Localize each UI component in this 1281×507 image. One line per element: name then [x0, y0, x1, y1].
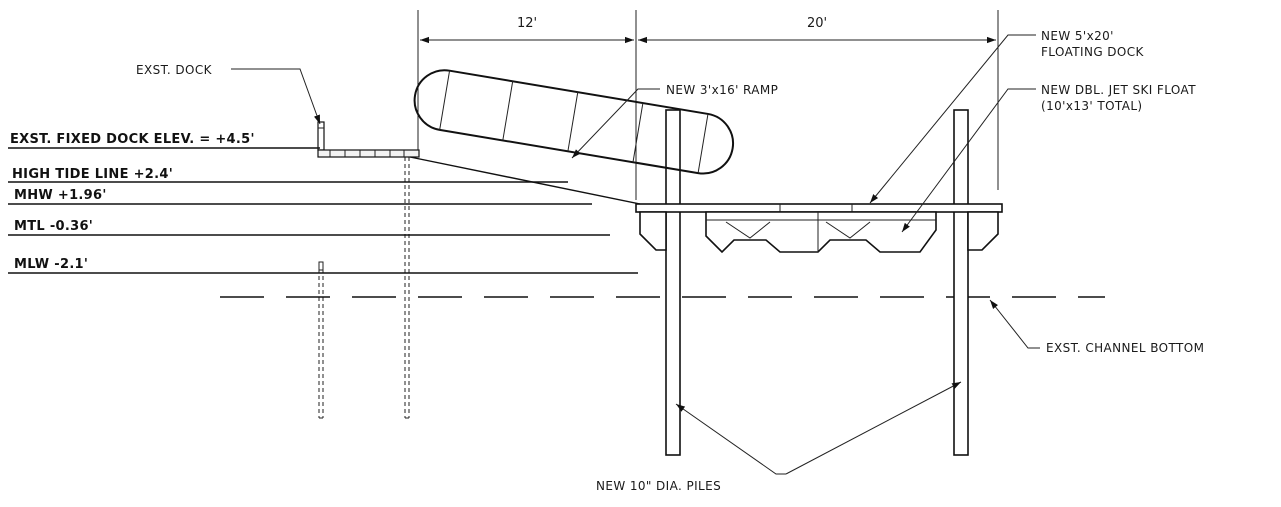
floating-dock [635, 203, 1003, 254]
label-ramp: NEW 3'x16' RAMP [666, 83, 778, 97]
label-jet-ski-line2: (10'x13' TOTAL) [1041, 99, 1142, 113]
level-high-tide: HIGH TIDE LINE +2.4' [12, 167, 173, 182]
level-mlw: MLW -2.1' [14, 257, 88, 272]
label-floating-dock-line1: NEW 5'x20' [1041, 29, 1114, 43]
pile-left [665, 109, 681, 456]
floating-dock-deck [635, 203, 1003, 213]
existing-dock-structure [317, 121, 420, 419]
piles [665, 109, 969, 456]
level-fixed-dock: EXST. FIXED DOCK ELEV. = +4.5' [10, 132, 255, 147]
pontoon-left [639, 211, 667, 251]
pile-right [953, 109, 969, 456]
label-floating-dock-line2: FLOATING DOCK [1041, 45, 1144, 59]
ramp [413, 69, 734, 175]
label-exst-dock: EXST. DOCK [136, 63, 213, 77]
label-channel-bottom: EXST. CHANNEL BOTTOM [1046, 341, 1204, 355]
dimension-ramp-span: 12' [517, 16, 537, 31]
dimension-lines [417, 10, 999, 200]
level-mhw: MHW +1.96' [14, 188, 107, 203]
leaders [231, 34, 1040, 475]
label-piles: NEW 10" DIA. PILES [596, 479, 721, 493]
pontoon-right [967, 211, 999, 251]
jet-ski-float [705, 211, 937, 254]
label-jet-ski-line1: NEW DBL. JET SKI FLOAT [1041, 83, 1196, 97]
dimension-float-span: 20' [807, 16, 827, 31]
level-mtl: MTL -0.36' [14, 219, 93, 234]
